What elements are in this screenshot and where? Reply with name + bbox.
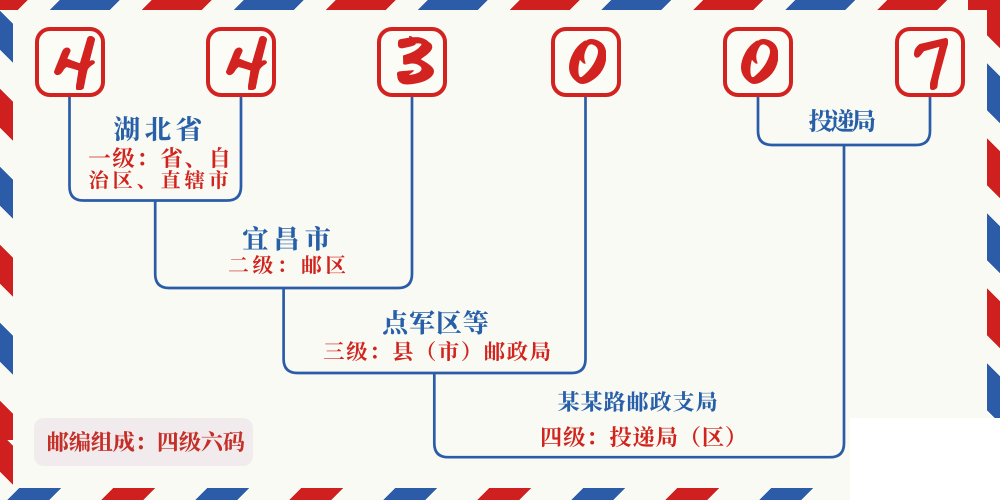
digit-5: 0	[741, 38, 779, 84]
airmail-border-top	[0, 0, 1000, 10]
digit-3: 3	[396, 36, 434, 85]
branch-desc-glyphs	[541, 425, 733, 447]
digit-6-glyph	[913, 37, 948, 90]
city-name: 宜昌市	[242, 226, 330, 251]
digit-box-6	[895, 26, 965, 97]
province-desc-2-glyphs	[89, 170, 229, 190]
digit-1-glyph	[54, 35, 96, 91]
branch-name-glyphs	[558, 390, 717, 412]
airmail-border-left	[0, 0, 13, 500]
digit-1: 4	[54, 35, 96, 91]
digit-box-4	[550, 26, 621, 97]
digit-3-glyph	[396, 36, 434, 85]
digit-2-glyph	[225, 35, 267, 91]
airmail-border-right	[987, 0, 1000, 500]
district-name-glyphs	[382, 310, 488, 335]
city-desc: 二级：邮区	[228, 254, 346, 275]
digit-4: 0	[568, 38, 606, 84]
badge-text: 邮编组成：四级六码	[47, 431, 245, 453]
digit-box-5	[723, 26, 793, 97]
district-name: 点军区等	[382, 310, 488, 335]
digit-6: 7	[913, 37, 948, 90]
district-desc-glyphs	[323, 340, 551, 362]
connector-level4	[432, 145, 846, 459]
badge-text-glyphs	[47, 431, 245, 453]
city-name-glyphs	[242, 226, 330, 251]
province-name-glyphs	[114, 116, 202, 142]
delivery-label-glyphs	[809, 109, 875, 133]
branch-name: 某某路邮政支局	[558, 390, 717, 412]
district-desc: 三级：县（市）邮政局	[323, 340, 551, 362]
digit-5-glyph	[741, 38, 779, 84]
province-desc-1: 一级：省、自	[89, 146, 229, 168]
province-desc-2: 治区、直辖市	[89, 170, 229, 190]
province-name: 湖北省	[114, 116, 202, 142]
city-desc-glyphs	[228, 254, 346, 275]
province-desc-1-glyphs	[89, 146, 229, 168]
digit-4-glyph	[568, 38, 606, 84]
digit-2: 4	[225, 35, 267, 91]
corner-cover	[850, 418, 1000, 500]
delivery-label: 投递局	[809, 109, 875, 133]
connector-delivery	[756, 96, 932, 147]
airmail-border-bottom	[0, 488, 1000, 500]
branch-desc: 四级：投递局（区）	[541, 425, 733, 447]
